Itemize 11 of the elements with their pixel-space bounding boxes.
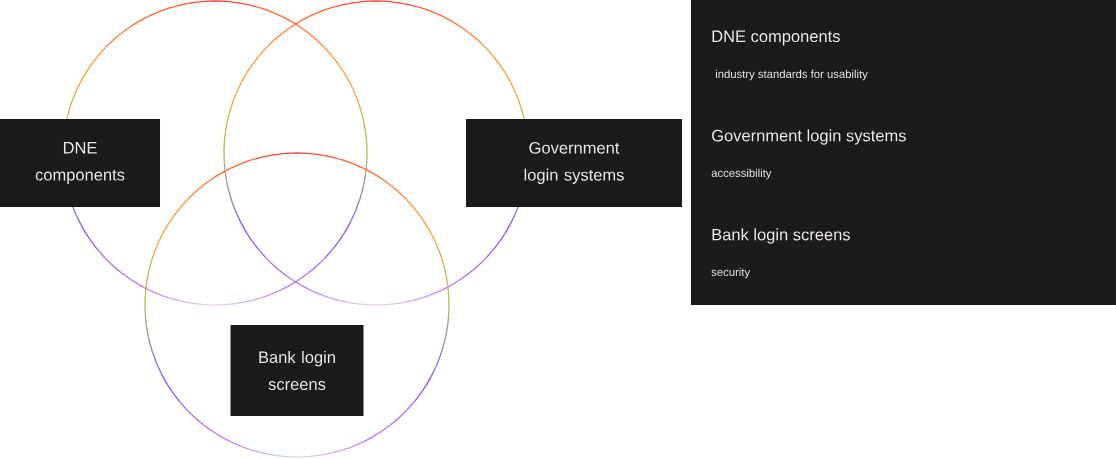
label-box: Bank login screens — [230, 325, 364, 416]
legend-description: security — [711, 267, 751, 279]
legend-description: industry standards for usability — [715, 69, 868, 81]
legend-heading: Government login systems — [712, 129, 906, 145]
label-box: DNE components — [0, 119, 160, 207]
legend-heading: Bank login screens — [712, 228, 850, 244]
legend-description: accessibility — [711, 168, 772, 180]
info-panel — [691, 0, 1116, 305]
label-box: Government login systems — [466, 119, 682, 207]
venn-circle — [144, 152, 450, 458]
legend-heading: DNE components — [712, 30, 840, 46]
